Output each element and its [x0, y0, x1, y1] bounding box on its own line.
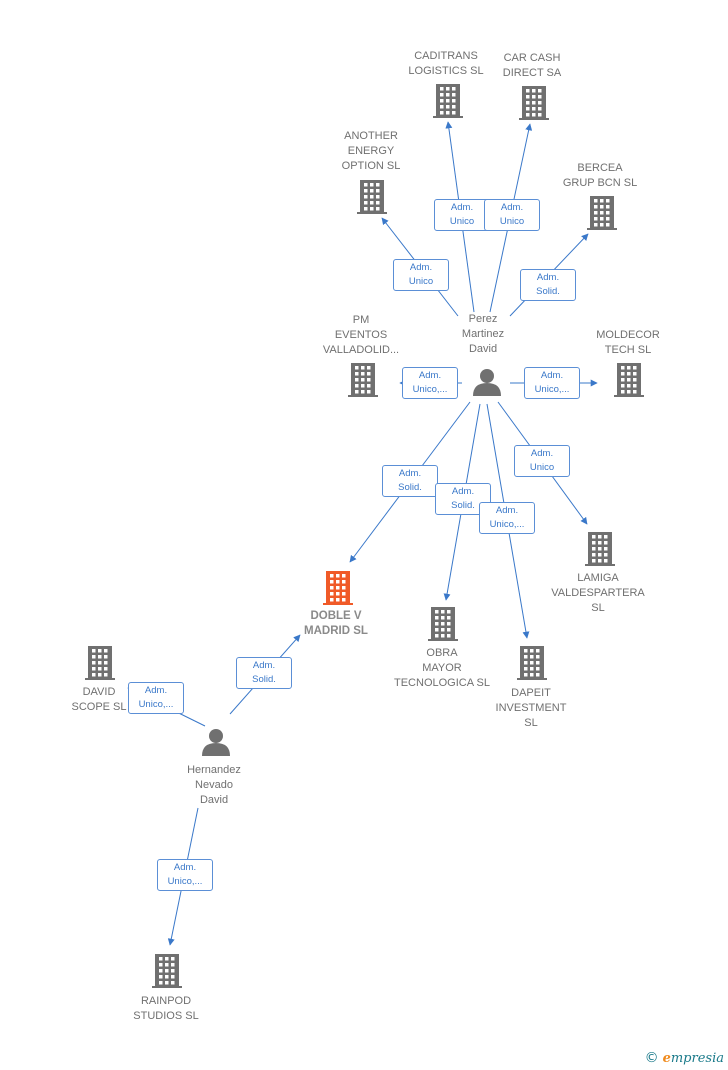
edge-label-perez-carcash[interactable]: Adm. Unico — [484, 199, 540, 231]
node-label-bercea[interactable]: BERCEA GRUP BCN SL — [562, 162, 638, 189]
node-label-david[interactable]: DAVID SCOPE SL — [71, 686, 127, 713]
edge-label-perez-another[interactable]: Adm. Unico — [393, 259, 449, 291]
person-icon-perez[interactable] — [473, 369, 501, 396]
edge-label-perez-pm[interactable]: Adm. Unico,... — [402, 367, 458, 399]
node-label-perez[interactable]: Perez Martinez David — [461, 313, 505, 355]
node-label-carcash[interactable]: CAR CASH DIRECT SA — [502, 52, 562, 79]
building-icon-moldecor[interactable] — [614, 363, 644, 397]
node-label-another[interactable]: ANOTHER ENERGY OPTION SL — [341, 130, 401, 172]
copyright-symbol: © — [644, 1050, 659, 1066]
building-icon-carcash[interactable] — [519, 86, 549, 120]
edge-label-perez-doble[interactable]: Adm. Solid. — [382, 465, 438, 497]
edge-label-perez-bercea[interactable]: Adm. Solid. — [520, 269, 576, 301]
building-icon-obra[interactable] — [428, 607, 458, 641]
edge-label-hernandez-rainpod[interactable]: Adm. Unico,... — [157, 859, 213, 891]
brand-initial: e — [662, 1051, 671, 1066]
person-icon-hernandez[interactable] — [202, 729, 230, 756]
edge-label-perez-caditrans[interactable]: Adm. Unico — [434, 199, 490, 231]
brand-footer[interactable]: ©empresia — [645, 1050, 724, 1066]
node-label-obra[interactable]: OBRA MAYOR TECNOLOGICA SL — [394, 647, 490, 689]
building-icon-david[interactable] — [85, 646, 115, 680]
edge-label-perez-moldecor[interactable]: Adm. Unico,... — [524, 367, 580, 399]
node-label-rainpod[interactable]: RAINPOD STUDIOS SL — [133, 995, 199, 1022]
node-label-lamiga[interactable]: LAMIGA VALDESPARTERA SL — [551, 572, 645, 614]
building-icon-caditrans[interactable] — [433, 84, 463, 118]
building-icon-dapeit[interactable] — [517, 646, 547, 680]
node-label-pm[interactable]: PM EVENTOS VALLADOLID... — [322, 314, 400, 356]
building-icon-bercea[interactable] — [587, 196, 617, 230]
node-label-moldecor[interactable]: MOLDECOR TECH SL — [596, 329, 660, 356]
brand-name: mpresia — [670, 1051, 724, 1066]
building-icon-rainpod[interactable] — [152, 954, 182, 988]
node-label-caditrans[interactable]: CADITRANS LOGISTICS SL — [408, 50, 484, 77]
building-icon-lamiga[interactable] — [585, 532, 615, 566]
node-label-dapeit[interactable]: DAPEIT INVESTMENT SL — [495, 687, 567, 729]
building-icon-doble[interactable] — [323, 571, 353, 605]
node-label-hernandez[interactable]: Hernandez Nevado David — [187, 764, 241, 806]
building-icon-another[interactable] — [357, 180, 387, 214]
edge-label-perez-lamiga[interactable]: Adm. Unico — [514, 445, 570, 477]
edge-label-hernandez-david[interactable]: Adm. Unico,... — [128, 682, 184, 714]
node-label-doble[interactable]: DOBLE V MADRID SL — [304, 610, 368, 637]
edge-label-hernandez-doble[interactable]: Adm. Solid. — [236, 657, 292, 689]
edge-label-perez-dapeit[interactable]: Adm. Unico,... — [479, 502, 535, 534]
building-icon-pm[interactable] — [348, 363, 378, 397]
